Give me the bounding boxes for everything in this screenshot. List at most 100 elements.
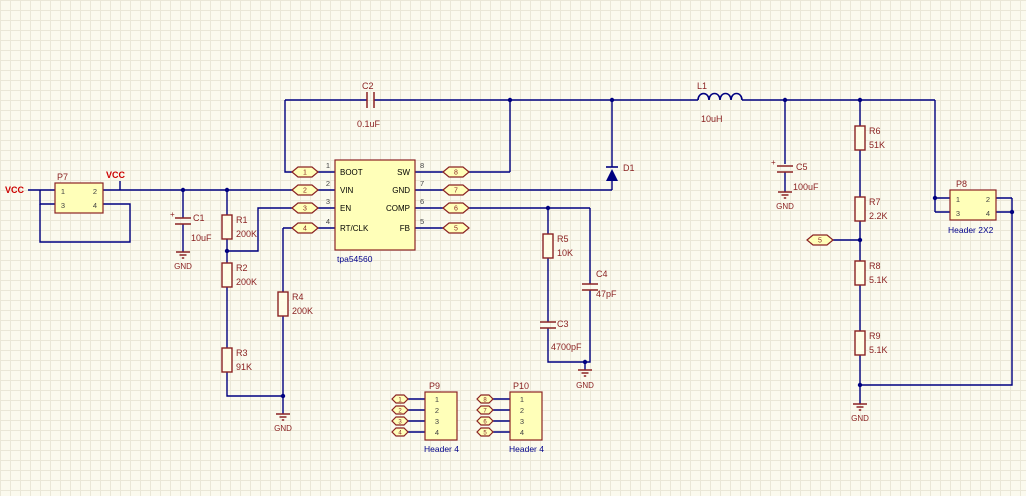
port-number: 1 [398,398,402,404]
power-port-gnd-comp[interactable]: GND [576,369,594,390]
ic-pin-name-fb: FB [400,224,410,233]
component-r9[interactable]: R9 5.1K [854,330,888,356]
capacitor-plates [175,217,191,225]
component-c3[interactable]: C3 4700pF [540,319,582,352]
c5-designator: C5 [796,162,808,172]
net-port-7[interactable]: 7 [442,184,470,196]
p7-designator: P7 [57,172,68,182]
wire-p8-right[interactable] [860,197,1013,386]
net-port-2[interactable]: 2 [291,184,319,196]
power-port-gnd-c1[interactable]: GND [174,251,192,271]
p10-net-ports[interactable]: 8 7 6 5 [476,394,494,437]
wire-gnd-rail-d1[interactable] [415,100,613,191]
p10-pin-1: 1 [520,395,524,404]
net-port-6[interactable]: 6 [442,202,470,214]
c3-designator: C3 [557,319,569,329]
component-p7[interactable]: P7 1 2 3 4 [54,172,104,214]
ic-pin-number-1: 1 [326,161,330,170]
component-r6[interactable]: R6 51K [854,125,885,151]
port-shape [391,427,409,437]
r9-designator: R9 [869,331,881,341]
power-port-vcc-top[interactable]: VCC [106,170,126,180]
p9-pin-3: 3 [435,417,439,426]
component-r3[interactable]: R3 91K [221,347,252,373]
port-number: 7 [454,188,458,195]
r9-value: 5.1K [869,345,888,355]
r2-designator: R2 [236,263,248,273]
junction-dot [782,97,788,103]
wire-c4[interactable] [584,208,591,370]
power-port-gnd-r9[interactable]: GND [851,403,869,423]
ic-pin-number-4: 4 [326,217,330,226]
power-port-gnd-c5[interactable]: GND [776,191,794,211]
r1-value: 200K [236,229,257,239]
r4-designator: R4 [292,292,304,302]
wire-vcc-feed[interactable] [28,189,55,205]
port-shape [806,234,834,246]
net-port-4[interactable]: 4 [291,222,319,234]
wire-p7-loop[interactable] [39,203,131,243]
component-l1[interactable]: L1 10uH [697,81,743,124]
ic-pin-name-en: EN [340,204,351,213]
junction-dot [857,382,863,388]
port-shape [291,166,319,178]
component-p10[interactable]: P10 1 2 3 4 Header 4 [509,381,544,454]
component-r5[interactable]: R5 10K [542,233,573,259]
component-c5[interactable]: + C5 100uF [771,158,819,192]
p9-comment: Header 4 [424,444,459,454]
p10-pin-4: 4 [520,428,524,437]
p10-comment: Header 4 [509,444,544,454]
c1-value: 10uF [191,233,212,243]
port-shape [291,202,319,214]
net-port-5[interactable]: 5 [442,222,470,234]
ic-pin-name-sw: SW [397,168,410,177]
component-p8[interactable]: P8 1 2 3 4 Header 2X2 [948,179,997,235]
ic-pin-name-rtclk: RT/CLK [340,224,369,233]
net-port-8[interactable]: 8 [442,166,470,178]
p8-comment: Header 2X2 [948,225,994,235]
inductor-coils [697,92,743,101]
component-d1[interactable]: D1 [606,163,635,181]
r5-designator: R5 [557,234,569,244]
component-r8[interactable]: R8 5.1K [854,260,888,286]
wire-p10-stubs[interactable] [493,398,510,433]
component-p9[interactable]: P9 1 2 3 4 Header 4 [424,381,459,454]
component-r7[interactable]: R7 2.2K [854,196,888,222]
p9-net-ports[interactable]: 1 2 3 4 [391,394,409,437]
power-port-gnd-r4[interactable]: GND [274,413,292,433]
wire-r5-c3[interactable] [547,208,585,363]
wire-sw[interactable] [415,100,511,173]
port-number: 5 [483,431,487,437]
component-r4[interactable]: R4 200K [277,291,313,317]
wire-p8-left[interactable] [934,100,950,213]
component-r2[interactable]: R2 200K [221,262,257,288]
r1-designator: R1 [236,215,248,225]
junction-dot [932,195,938,201]
component-c1[interactable]: + C1 10uF [170,210,212,243]
gnd-label: GND [174,262,192,271]
wire-rtclk-r4[interactable] [282,227,335,414]
junction-dot [857,97,863,103]
resistor-body [854,125,866,151]
port-shape [442,222,470,234]
component-c2[interactable]: C2 0.1uF [357,81,381,129]
net-port-fb[interactable]: 5 [806,234,834,246]
component-r1[interactable]: R1 200K [221,214,257,240]
gnd-symbol [176,251,190,259]
port-number: 5 [454,226,458,233]
wire-p9-stubs[interactable] [408,398,425,433]
p7-pin-3: 3 [61,201,65,210]
p7-pin-4: 4 [93,201,97,210]
p9-pin-1: 1 [435,395,439,404]
net-port-3[interactable]: 3 [291,202,319,214]
power-port-vcc-left[interactable]: VCC [5,185,25,195]
net-port-1[interactable]: 1 [291,166,319,178]
port-shape [476,405,494,415]
component-ic-tps54560[interactable]: 1 2 3 4 8 7 6 5 BOOT VIN EN RT/CLK SW GN… [326,159,424,264]
port-shape [391,416,409,426]
port-number: 5 [818,238,822,245]
c5-value: 100uF [793,182,819,192]
component-c4[interactable]: C4 47pF [582,269,617,299]
